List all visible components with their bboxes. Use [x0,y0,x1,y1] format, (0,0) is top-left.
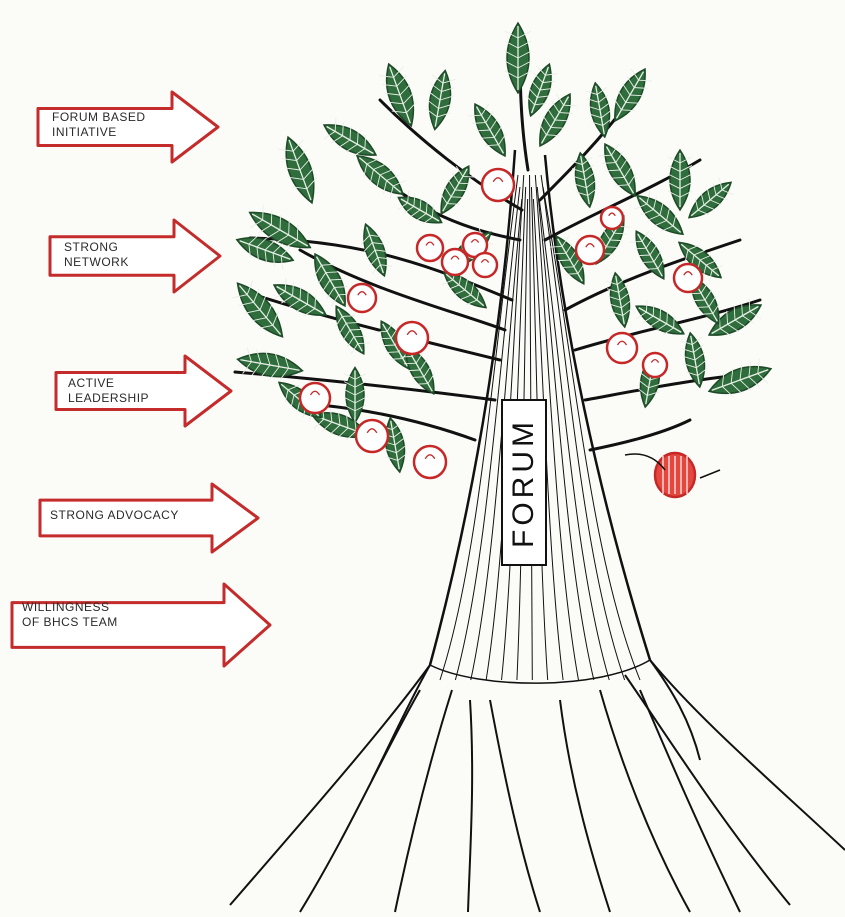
fruit-body [417,235,443,261]
leaf [318,115,382,166]
root-line [640,690,740,912]
root-line [650,660,700,760]
cut-fruit [625,453,720,497]
fruit [601,207,623,229]
leaf [631,297,689,343]
root-line [490,700,540,912]
leaf [423,68,457,131]
root-line [395,690,452,912]
leaf [605,63,656,127]
trunk-sign: FORUM [500,400,548,565]
arrow-label-willingness-of-bhcs-team: WILLINGNESS OF BHCS TEAM [22,600,118,630]
fruit-body [576,236,604,264]
fruit-body [396,322,428,354]
leaf [344,368,366,423]
trunk-label: FORUM [507,418,541,548]
fruit [674,264,702,292]
root-line [600,690,690,912]
fruit [576,236,604,264]
fruit-body [442,249,468,275]
fruit [482,169,514,201]
arrow-label-forum-based-initiative: FORUM BASED INITIATIVE [52,110,146,140]
fruit [417,235,443,261]
leaf [627,226,673,284]
leaf [465,98,516,162]
fruit-body [356,420,388,452]
fruit-body [482,169,514,201]
fruit-body [300,383,330,413]
fruit [356,420,388,452]
root-line [625,675,790,905]
leaf [585,81,616,139]
fruit-body [674,264,702,292]
fruit [414,446,446,478]
fruit [607,333,637,363]
fruit-body [414,446,446,478]
arrow-label-strong-network: STRONG NETWORK [64,240,129,270]
leaf [704,356,775,403]
leaf [570,151,601,209]
fruit [473,253,497,277]
leaf [668,150,692,210]
root-line [372,665,430,780]
fruit-body [348,284,376,312]
leaf [276,133,325,208]
fruit-body [607,333,637,363]
root-line [230,665,430,905]
fruit [396,322,428,354]
leaf [432,161,478,219]
fruit [300,383,330,413]
fruit-body [473,253,497,277]
root-line [560,700,610,912]
arrow-label-strong-advocacy: STRONG ADVOCACY [50,508,179,523]
fruit [348,284,376,312]
trunk-base-line [430,660,650,683]
fruit-body [601,207,623,229]
tree-roots [230,660,845,912]
fruit [643,353,667,377]
branch [590,420,690,450]
leaf [349,147,410,204]
fruit-body [643,353,667,377]
cut-fruit-tail [700,470,720,478]
root-line [468,700,472,912]
leaf [505,23,531,93]
arrow-label-active-leadership: ACTIVE LEADERSHIP [68,376,149,406]
fruit [442,249,468,275]
